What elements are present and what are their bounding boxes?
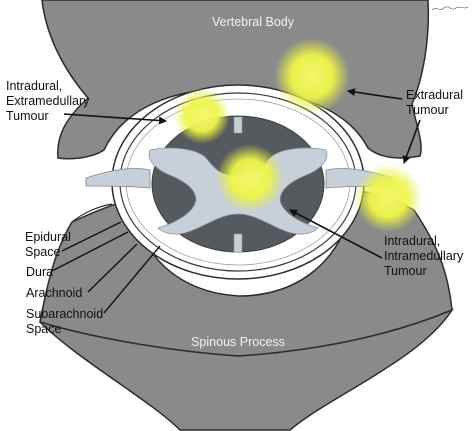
epidural-space-label: Epidural Space bbox=[25, 230, 71, 259]
extradural-tumour-lateral bbox=[354, 164, 422, 232]
svg-text:Tumour: Tumour bbox=[406, 103, 449, 117]
svg-text:Intradural,: Intradural, bbox=[6, 79, 62, 93]
svg-text:Tumour: Tumour bbox=[6, 109, 49, 123]
dura-label: Dura bbox=[26, 265, 53, 279]
svg-text:Space: Space bbox=[25, 245, 60, 259]
arachnoid-line bbox=[87, 243, 138, 293]
arachnoid-label: Arachnoid bbox=[26, 286, 82, 300]
svg-text:Extramedullary: Extramedullary bbox=[6, 94, 90, 108]
svg-text:Intramedullary: Intramedullary bbox=[384, 249, 464, 263]
intradural-intramedullary-tumour bbox=[216, 144, 284, 212]
svg-text:Extradural: Extradural bbox=[406, 88, 463, 102]
intradural-intramedullary-arrow bbox=[289, 209, 383, 259]
extradural-arrow-lower bbox=[402, 119, 421, 164]
artist-signature bbox=[431, 6, 469, 11]
svg-text:Space: Space bbox=[26, 322, 61, 336]
svg-text:Intradural,: Intradural, bbox=[384, 234, 440, 248]
dura-line bbox=[51, 231, 129, 272]
subarachnoid-space-label: Subarachnoid Space bbox=[26, 307, 103, 336]
posterior-median-fissure bbox=[233, 233, 243, 253]
nerve-root-left bbox=[85, 168, 151, 189]
spinous-process bbox=[39, 308, 454, 431]
spinous-process-label: Spinous Process bbox=[191, 335, 285, 349]
subarachnoid-space-line bbox=[103, 245, 161, 314]
svg-text:Epidural: Epidural bbox=[25, 230, 71, 244]
intradural-extramedullary-label: Intradural, Extramedullary Tumour bbox=[6, 79, 90, 123]
left-lamina-line bbox=[71, 203, 113, 223]
intradural-intramedullary-label: Intradural, Intramedullary Tumour bbox=[384, 234, 464, 278]
svg-text:Tumour: Tumour bbox=[384, 264, 427, 278]
extradural-arrow-upper bbox=[347, 88, 403, 100]
anterior-median-fissure bbox=[233, 116, 243, 134]
epidural-space-line bbox=[61, 221, 122, 252]
vertebral-body-label: Vertebral Body bbox=[212, 15, 295, 29]
extradural-label: Extradural Tumour bbox=[406, 88, 463, 117]
svg-text:Subarachnoid: Subarachnoid bbox=[26, 307, 103, 321]
intradural-extramedullary-arrow bbox=[63, 113, 167, 125]
intradural-extramedullary-tumour bbox=[174, 88, 230, 144]
extradural-tumour-upper bbox=[274, 38, 350, 114]
